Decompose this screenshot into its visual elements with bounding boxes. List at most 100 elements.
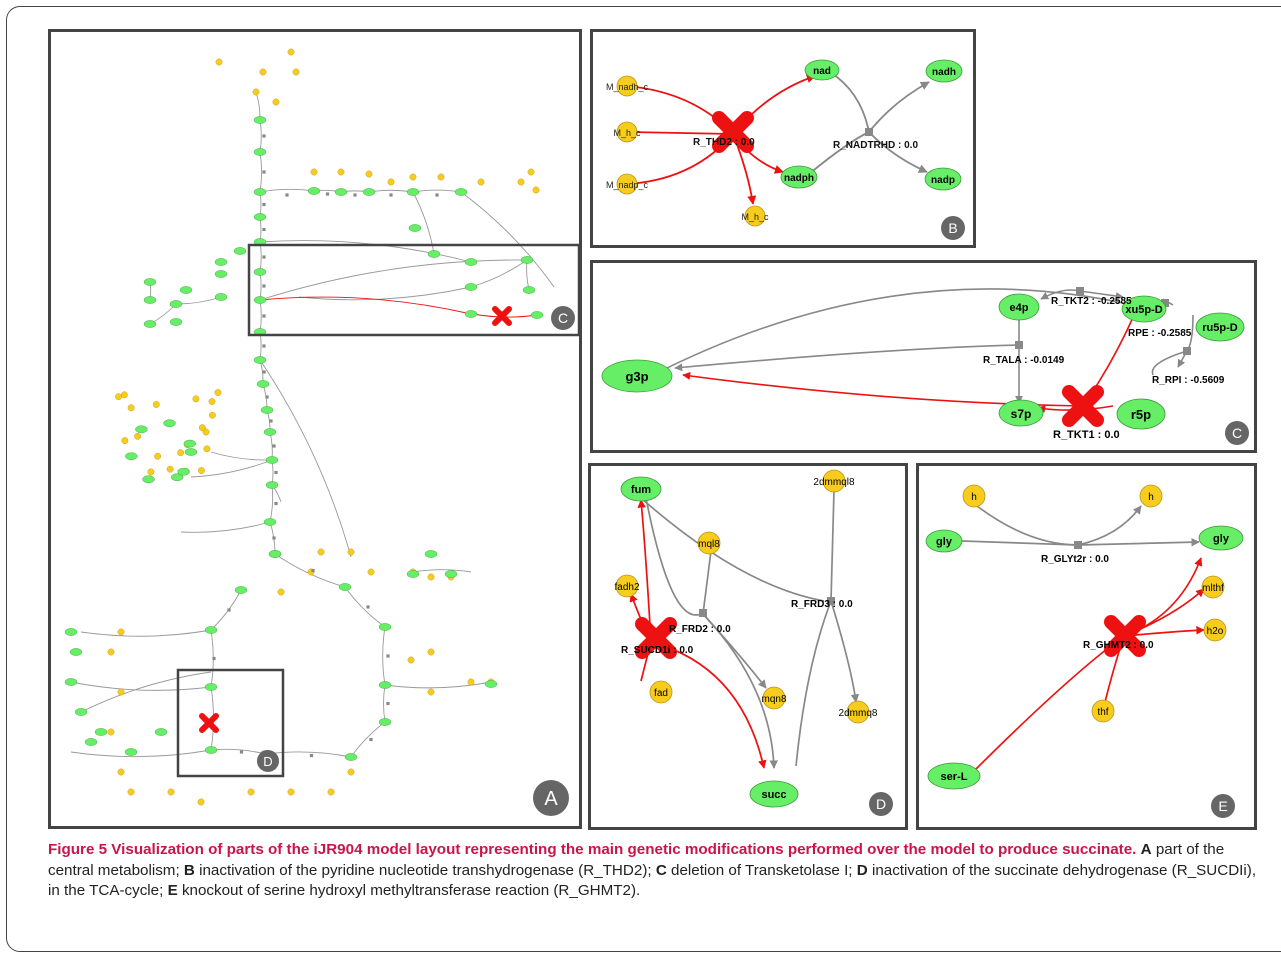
overview-cofactor	[292, 68, 300, 76]
metabolite-mlthf	[1201, 575, 1225, 599]
metabolite-nadp	[924, 167, 962, 191]
overview-metabolite	[233, 247, 247, 255]
overview-cofactor	[527, 168, 535, 176]
overview-reaction	[239, 750, 244, 754]
metabolite-m-nadh-c	[616, 75, 638, 97]
metabolite-fad-label: fad	[654, 688, 668, 699]
zoom-box-d-badge	[257, 750, 279, 772]
metabolite-ru5p-d	[1195, 312, 1245, 342]
metabolite-m-nadh-c-label: M_nadh_c	[606, 82, 649, 92]
overview-reaction	[369, 737, 373, 742]
overview-reaction	[325, 192, 330, 196]
overview-cofactor	[317, 548, 325, 556]
overview-edge	[259, 271, 262, 301]
overview-metabolite	[444, 570, 458, 578]
overview-reaction	[269, 419, 273, 423]
overview-cofactor	[467, 678, 475, 686]
metabolite-fum-label: fum	[631, 484, 651, 496]
overview-metabolite	[307, 187, 321, 195]
overview-edge	[265, 751, 352, 758]
overview-cofactor	[287, 788, 295, 796]
reaction-label-ghmt2: R_GHMT2 : 0.0	[1083, 640, 1154, 651]
reaction-label-tkt1: R_TKT1 : 0.0	[1053, 429, 1120, 441]
overview-reaction	[386, 654, 390, 658]
overview-cofactor	[209, 411, 216, 419]
overview-edge	[210, 748, 267, 755]
overview-edge	[259, 296, 472, 315]
metabolite-e4p	[998, 293, 1040, 321]
overview-reaction	[262, 227, 266, 232]
overview-cofactor	[147, 468, 155, 476]
overview-metabolite	[183, 439, 197, 448]
overview-metabolite	[135, 425, 148, 434]
overview-reaction	[272, 444, 276, 448]
overview-metabolite	[530, 311, 544, 319]
metabolite-nadh	[925, 59, 963, 83]
overview-edge	[259, 240, 472, 263]
overview-edge	[470, 259, 528, 288]
reaction-label-tala: R_TALA : -0.0149	[983, 355, 1065, 366]
overview-metabolite	[177, 467, 190, 476]
overview-metabolite	[184, 448, 198, 456]
metabolite-fum	[620, 476, 662, 502]
metabolite-2dmmql8	[822, 469, 846, 493]
zoom-box-d	[176, 668, 285, 778]
overview-edge	[259, 359, 352, 558]
overview-metabolite	[253, 148, 267, 156]
overview-metabolite	[214, 293, 228, 301]
panel-a-nodes	[64, 48, 544, 806]
overview-edge	[412, 191, 435, 255]
overview-edge	[259, 151, 263, 193]
reaction-label-rpi: R_RPI : -0.5609	[1152, 375, 1225, 386]
overview-metabolite	[406, 570, 420, 578]
overview-metabolite	[204, 683, 218, 691]
metabolite-nadp-label: nadp	[931, 175, 955, 186]
overview-cofactor	[427, 648, 435, 656]
overview-edge	[190, 459, 273, 478]
overview-cofactor	[166, 465, 174, 473]
overview-metabolite	[406, 188, 420, 196]
reaction-node-glyt2r	[1074, 541, 1082, 549]
caption-e-label: E	[167, 882, 178, 899]
overview-reaction	[262, 314, 266, 318]
overview-cofactor	[247, 788, 255, 796]
overview-cofactor	[117, 688, 125, 696]
overview-cofactor	[203, 445, 211, 453]
metabolite-m-h-c	[616, 121, 638, 143]
metabolite-xu5p-d	[1121, 295, 1167, 323]
reaction-label-rpe: RPE : -0.2585	[1128, 328, 1192, 339]
overview-metabolite	[69, 648, 83, 656]
overview-metabolite	[64, 678, 78, 686]
overview-metabolite	[362, 188, 376, 196]
metabolite-fadh2	[615, 574, 639, 598]
metabolite-h-in-label: h	[971, 492, 977, 503]
overview-metabolite	[143, 320, 157, 328]
figure-caption: Figure 5 Visualization of parts of the i…	[48, 840, 1263, 902]
panel-c-network: e4p xu5p-D ru5p-D g3p s7p r5p R_TKT2 : -…	[601, 287, 1249, 445]
overview-cofactor	[121, 437, 129, 445]
metabolite-m-h-c-out	[744, 205, 766, 227]
overview-metabolite	[454, 188, 468, 196]
panel-c: e4p xu5p-D ru5p-D g3p s7p r5p R_TKT2 : -…	[590, 260, 1257, 453]
zoom-box-c-badge	[551, 306, 575, 330]
metabolite-mql8	[697, 531, 721, 555]
metabolite-nadph	[780, 165, 818, 189]
metabolite-mqn8	[762, 686, 786, 710]
overview-cofactor	[154, 452, 162, 460]
metabolite-nad	[804, 59, 840, 81]
caption-a-text: part of the central metabolism;	[48, 841, 1225, 879]
metabolite-s7p	[998, 399, 1044, 427]
overview-metabolite	[253, 268, 267, 276]
metabolite-g3p-label: g3p	[625, 369, 648, 384]
overview-metabolite	[424, 550, 438, 558]
overview-reaction	[212, 656, 216, 661]
metabolite-gly-out-label: gly	[1213, 533, 1230, 545]
overview-cofactor	[327, 788, 335, 796]
overview-reaction	[262, 134, 266, 138]
reaction-label-frd2: R_FRD2 : 0.0	[669, 624, 731, 635]
overview-metabolite	[171, 473, 184, 482]
overview-metabolite	[142, 475, 155, 484]
metabolite-nadph-label: nadph	[784, 173, 814, 184]
metabolite-succ-label: succ	[761, 789, 786, 801]
overview-edge	[80, 671, 212, 713]
